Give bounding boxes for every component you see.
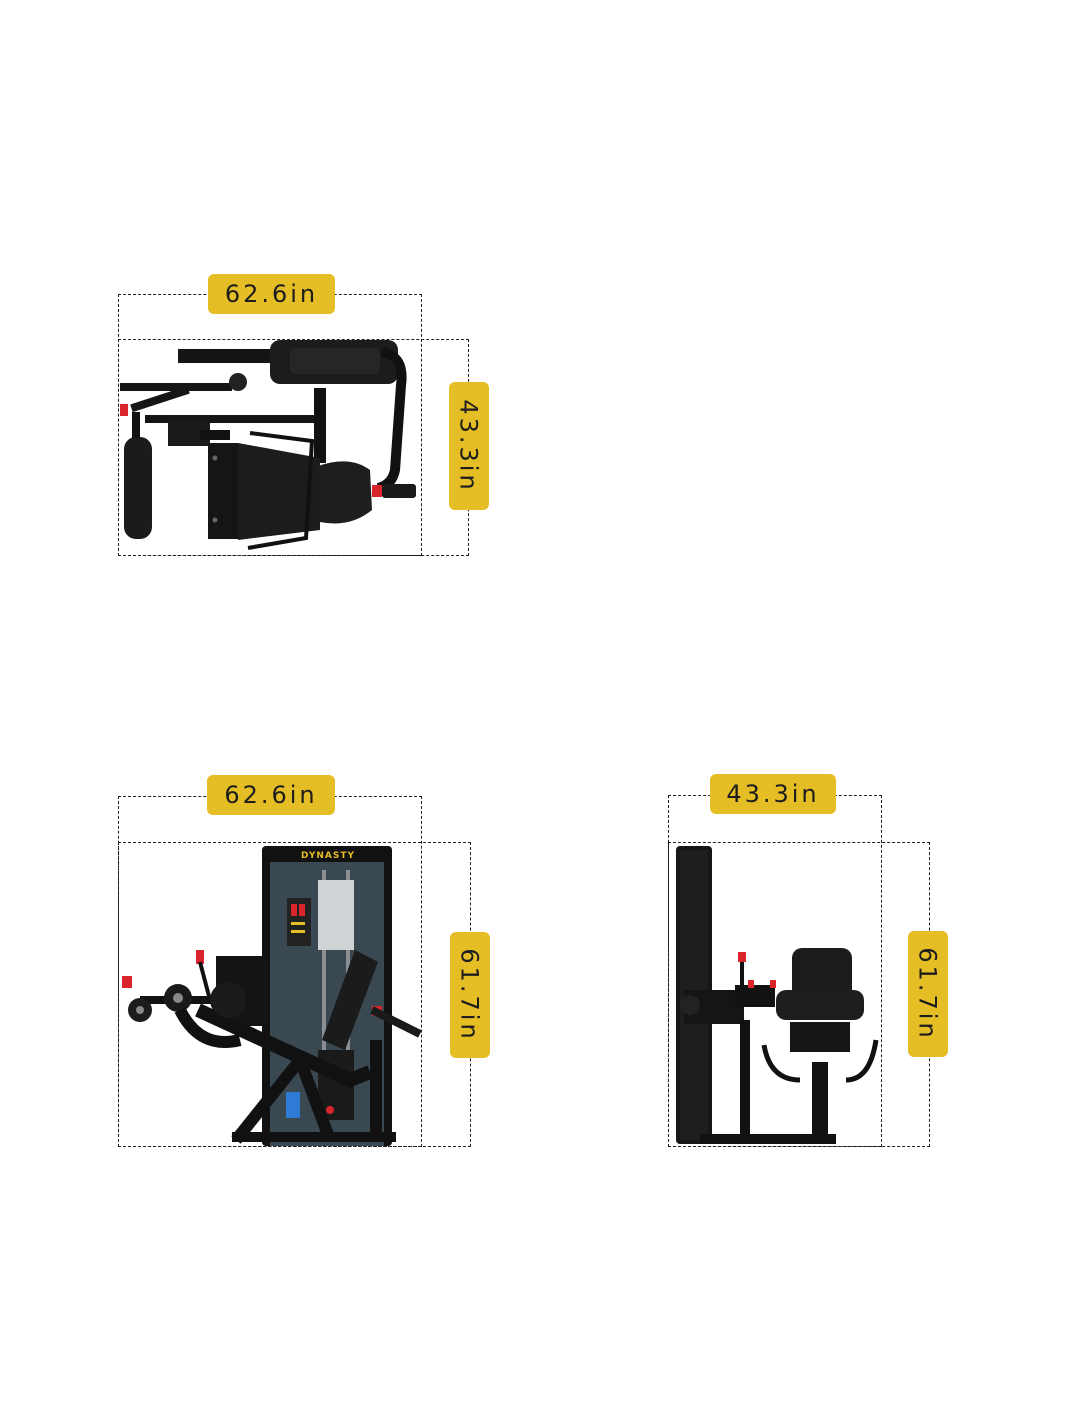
height-label: 61.7in	[450, 932, 490, 1058]
height-label: 61.7in	[908, 931, 948, 1057]
width-label: 43.3in	[710, 774, 836, 814]
brand-logo: DYNASTY	[301, 851, 355, 861]
width-label-text: 62.6in	[224, 280, 319, 308]
width-label-text: 43.3in	[726, 780, 820, 808]
width-label: 62.6in	[208, 274, 335, 314]
width-label: 62.6in	[207, 775, 335, 815]
height-label: 43.3in	[449, 382, 489, 510]
width-label-text: 62.6in	[224, 781, 318, 809]
